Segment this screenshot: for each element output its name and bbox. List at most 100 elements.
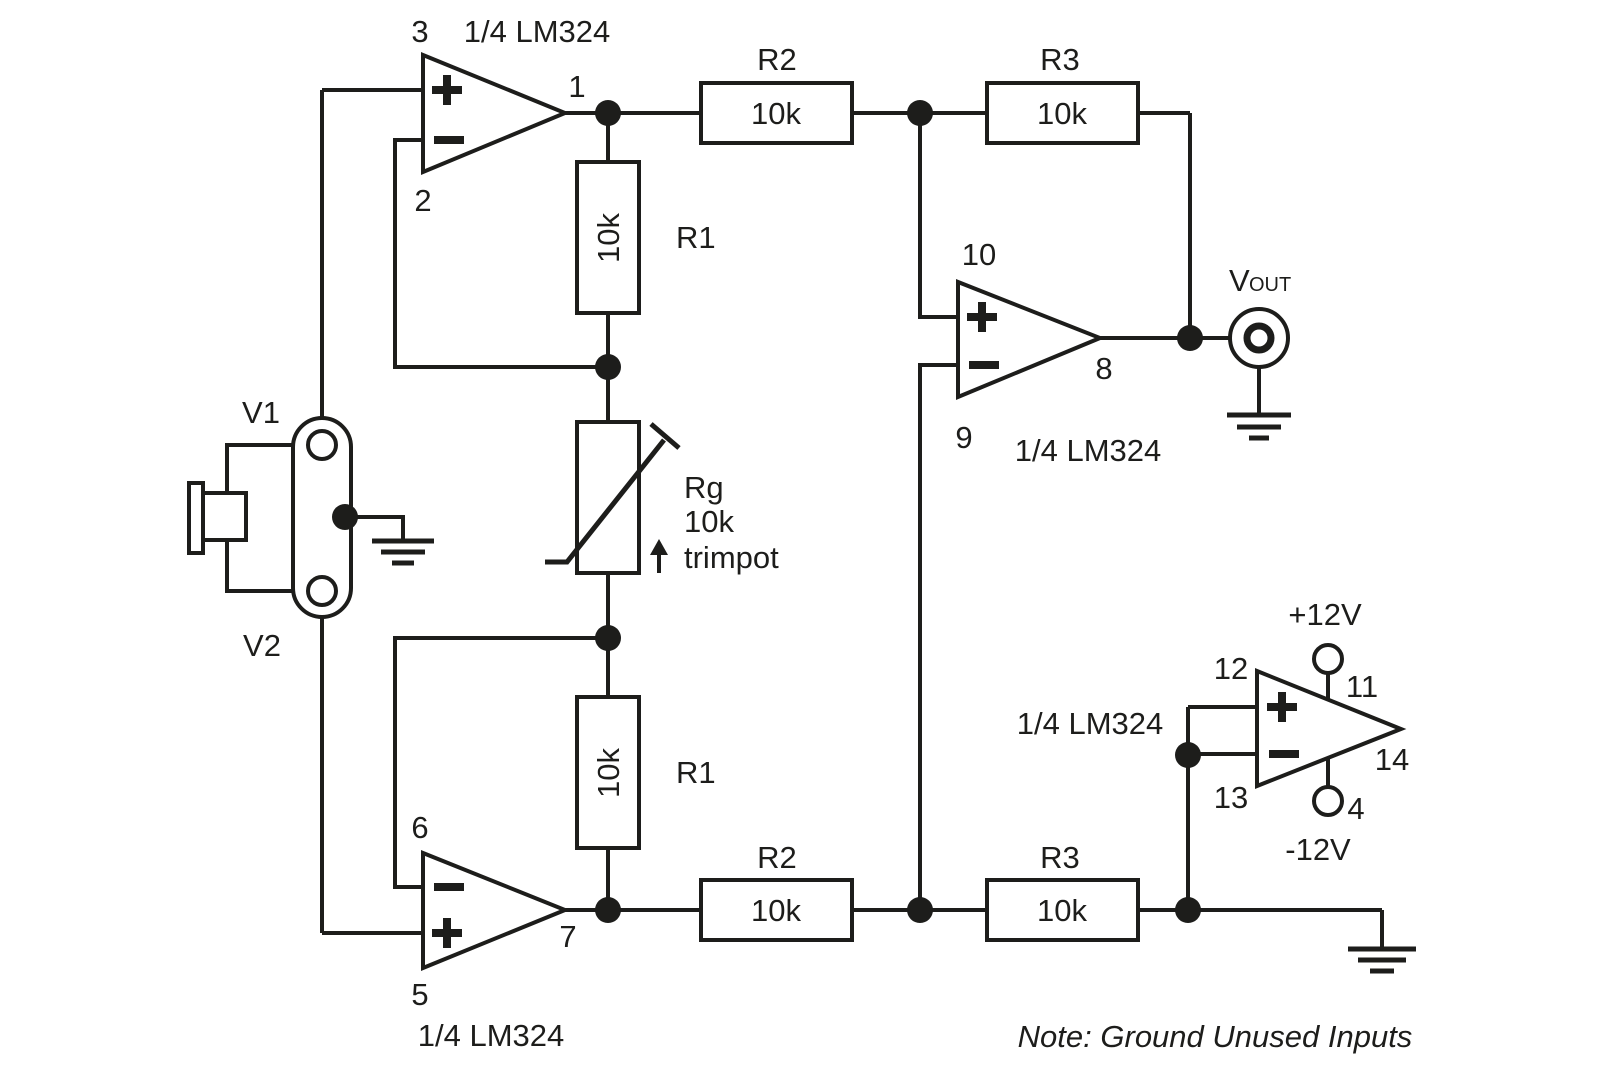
resistor-body [699, 878, 854, 942]
resistor-body [575, 695, 641, 850]
pin-label: 4 [1347, 791, 1364, 826]
terminal-v2 [306, 575, 338, 607]
wire-segment [393, 636, 608, 889]
resistor-type: trimpot [684, 540, 779, 575]
opamp-label: 1/4 LM324 [418, 1018, 565, 1053]
pin-label: 1 [568, 69, 585, 104]
resistor-value: 10k [591, 748, 626, 798]
vout-connector [1228, 307, 1290, 369]
resistor-body [985, 878, 1140, 942]
junction-dot [332, 504, 358, 530]
supply-label-negative: -12V [1285, 832, 1351, 867]
wire-segment [918, 363, 958, 910]
opamp-triangle [421, 52, 571, 175]
minus-icon [969, 361, 999, 369]
junction-dots [332, 100, 1203, 923]
note-text: Note: Ground Unused Inputs [1018, 1019, 1413, 1054]
supply-label-positive: +12V [1288, 597, 1362, 632]
junction-dot [595, 354, 621, 380]
opamp-triangle [421, 850, 571, 971]
vout-label-subscript: OUT [1249, 274, 1291, 296]
ground-symbol-left [372, 538, 434, 566]
wire-segment [345, 515, 405, 540]
resistor-ref: R3 [1040, 840, 1080, 875]
input-label-v2: V2 [243, 628, 281, 663]
pin-label: 8 [1095, 351, 1112, 386]
piezo-plate [187, 481, 205, 555]
junction-dot [907, 897, 933, 923]
resistor-value: 10k [751, 96, 801, 131]
wires [225, 88, 1384, 948]
adjust-arrow-icon [650, 539, 668, 573]
resistor-value: 10k [1037, 96, 1087, 131]
opamp-label: 1/4 LM324 [464, 14, 611, 49]
arrow-head [650, 539, 668, 555]
pin-label: 10 [962, 237, 996, 272]
opamp-bottom-left [421, 850, 571, 971]
input-transducer [187, 416, 353, 619]
wire-segment [393, 138, 608, 369]
pin-label: 9 [955, 420, 972, 455]
pin-label: 13 [1214, 780, 1248, 815]
resistor-r2-bottom [699, 878, 854, 942]
junction-dot [1175, 897, 1201, 923]
junction-dot [595, 897, 621, 923]
junction-dot [907, 100, 933, 126]
trimpot-wiper-bar [649, 422, 681, 450]
minus-icon [434, 883, 464, 891]
wire-segment [225, 443, 308, 493]
pin-label: 2 [414, 183, 431, 218]
plus-icon [1267, 692, 1297, 722]
trimpot-rg [545, 420, 681, 575]
junction-dot [1175, 742, 1201, 768]
pin-label: 3 [411, 14, 428, 49]
resistor-value: 10k [684, 504, 734, 539]
wire-segment [225, 540, 308, 593]
terminal-v1 [306, 429, 338, 461]
opamp-top-left [421, 52, 571, 175]
resistor-body [699, 81, 854, 145]
resistor-value: 10k [591, 213, 626, 263]
resistor-r3-bottom [985, 878, 1140, 942]
trimpot-wiper-arm [545, 438, 666, 565]
pin-label: 6 [411, 810, 428, 845]
resistor-value: 10k [751, 893, 801, 928]
minus-icon [1269, 750, 1299, 758]
vout-label: V [1229, 263, 1250, 298]
resistor-ref: R1 [676, 220, 716, 255]
resistor-r1-bottom [575, 695, 641, 850]
vminus-terminal [1312, 785, 1344, 817]
resistor-body [575, 420, 641, 575]
junction-dot [595, 100, 621, 126]
pin-label: 5 [411, 977, 428, 1012]
ground-symbol-right [1348, 946, 1416, 974]
plus-icon [432, 918, 462, 948]
resistor-ref: R2 [757, 42, 797, 77]
pin-label: 11 [1346, 669, 1378, 704]
resistor-r3-top [985, 81, 1140, 145]
opamp-triangle [956, 279, 1106, 400]
resistor-ref: R1 [676, 755, 716, 790]
resistor-body [575, 160, 641, 315]
junction-dot [595, 625, 621, 651]
wire-segment [918, 113, 958, 319]
input-label-v1: V1 [242, 395, 280, 430]
minus-icon [434, 136, 464, 144]
plus-icon [432, 75, 462, 105]
pin-label: 14 [1375, 742, 1409, 777]
opamp-label: 1/4 LM324 [1017, 706, 1164, 741]
vplus-terminal [1312, 643, 1344, 675]
connector-inner-ring [1243, 322, 1275, 354]
pin-label: 12 [1214, 651, 1248, 686]
resistor-value: 10k [1037, 893, 1087, 928]
resistor-ref: Rg [684, 470, 724, 505]
resistor-ref: R2 [757, 840, 797, 875]
opamp-unused-right [1255, 643, 1407, 817]
junction-dot [1177, 325, 1203, 351]
resistor-body [985, 81, 1140, 145]
text-labels: 3 1/4 LM324 1 2 V1 V2 R1 10k Rg 10k trim… [242, 14, 1412, 1054]
resistor-ref: R3 [1040, 42, 1080, 77]
resistor-r1-top [575, 160, 641, 315]
